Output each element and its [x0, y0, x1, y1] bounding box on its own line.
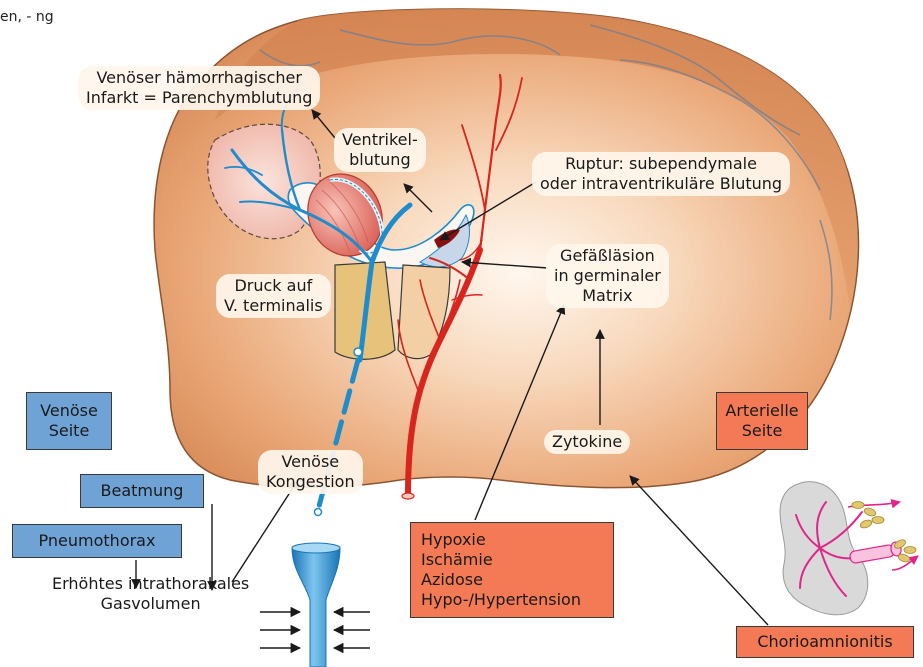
label-infarct-line-1: Venöser hämorrhagischer	[86, 68, 312, 88]
placenta-shape	[780, 482, 868, 615]
venous-side-line-1: Venöse	[27, 401, 111, 421]
arterial-side-box: Arterielle Seite	[716, 392, 808, 450]
pneumothorax-line-1: Pneumothorax	[13, 531, 181, 551]
label-intrathoracic-line-2: Gasvolumen	[52, 594, 249, 614]
label-vessel-lesion: Gefäßläsion in germinaler Matrix	[546, 244, 669, 308]
corner-line-1: en,	[0, 9, 22, 25]
label-cytokines: Zytokine	[544, 430, 630, 454]
arterial-side-line-2: Seite	[717, 421, 807, 441]
hypoxia-box: Hypoxie Ischämie Azidose Hypo-/Hypertens…	[410, 522, 614, 618]
label-rupture: Ruptur: subependymale oder intraventriku…	[532, 152, 790, 196]
label-ventricle-bleed-line-2: blutung	[342, 150, 418, 170]
ventilation-line-1: Beatmung	[81, 481, 203, 501]
label-rupture-line-2: oder intraventrikuläre Blutung	[540, 174, 782, 194]
pneumothorax-box: Pneumothorax	[12, 524, 182, 558]
label-venous-congestion-line-2: Kongestion	[266, 472, 355, 492]
label-ventricle-bleed-line-1: Ventrikel-	[342, 130, 418, 150]
cropped-corner-text: en, - ng	[0, 6, 54, 28]
arterial-side-line-1: Arterielle	[717, 401, 807, 421]
label-intrathoracic-line-1: Erhöhtes intrathorakales	[52, 574, 249, 594]
hypoxia-line-2: Ischämie	[421, 550, 613, 570]
label-pressure-line-1: Druck auf	[224, 276, 323, 296]
label-venous-congestion: Venöse Kongestion	[258, 450, 363, 494]
label-infarct-line-2: Infarkt = Parenchymblutung	[86, 88, 312, 108]
label-vessel-lesion-line-3: Matrix	[554, 286, 661, 306]
label-pressure-line-2: V. terminalis	[224, 296, 323, 316]
corner-line-2: -	[26, 9, 31, 25]
label-vessel-lesion-line-2: in germinaler	[554, 266, 661, 286]
chorioamnionitis-box: Chorioamnionitis	[736, 626, 914, 658]
venous-side-line-2: Seite	[27, 421, 111, 441]
hypoxia-line-3: Azidose	[421, 570, 613, 590]
label-vessel-lesion-line-1: Gefäßläsion	[554, 246, 661, 266]
label-infarct: Venöser hämorrhagischer Infarkt = Parenc…	[78, 66, 320, 110]
label-cytokines-line-1: Zytokine	[552, 432, 622, 452]
hypoxia-line-1: Hypoxie	[421, 530, 613, 550]
ventilation-box: Beatmung	[80, 474, 204, 508]
corner-line-3: ng	[36, 9, 54, 25]
label-rupture-line-1: Ruptur: subependymale	[540, 154, 782, 174]
label-venous-congestion-line-1: Venöse	[266, 452, 355, 472]
label-ventricle-bleed: Ventrikel- blutung	[334, 128, 426, 172]
venous-side-box: Venöse Seite	[26, 392, 112, 450]
chorioamnionitis-line-1: Chorioamnionitis	[737, 632, 913, 652]
hypoxia-line-4: Hypo-/Hypertension	[421, 590, 613, 610]
label-intrathoracic: Erhöhtes intrathorakales Gasvolumen	[52, 574, 249, 614]
label-pressure: Druck auf V. terminalis	[216, 274, 331, 318]
